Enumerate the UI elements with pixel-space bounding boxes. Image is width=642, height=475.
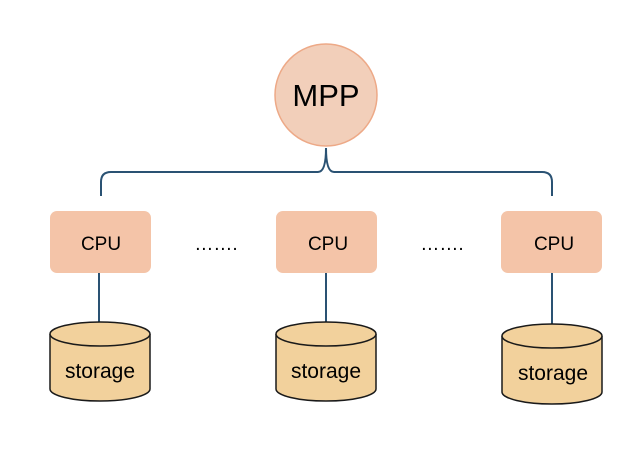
storage-cylinder: [49, 334, 151, 402]
mpp-label: MPP: [292, 78, 359, 113]
node-column-2: CPU storage: [275, 211, 377, 402]
storage-cylinder-top: [49, 321, 151, 347]
storage-cylinder-top: [275, 321, 377, 347]
storage-label: storage: [65, 360, 135, 383]
cpu-label: CPU: [308, 234, 348, 255]
storage-cylinder: [501, 336, 603, 405]
node-column-1: CPU storage: [49, 211, 151, 402]
cpu-label: CPU: [534, 234, 574, 255]
cpu-box: [501, 211, 602, 273]
tree-connector: [100, 147, 553, 196]
ellipsis-2: …….: [420, 234, 463, 255]
storage-cylinder-top: [501, 323, 603, 349]
mpp-node: [274, 43, 378, 147]
storage-label: storage: [518, 362, 588, 385]
storage-label: storage: [291, 360, 361, 383]
cpu-box: [276, 211, 377, 273]
cpu-box: [50, 211, 151, 273]
cpu-label: CPU: [81, 234, 121, 255]
node-column-3: CPU storage: [501, 211, 603, 405]
ellipsis-1: …….: [194, 234, 237, 255]
storage-cylinder: [275, 334, 377, 402]
